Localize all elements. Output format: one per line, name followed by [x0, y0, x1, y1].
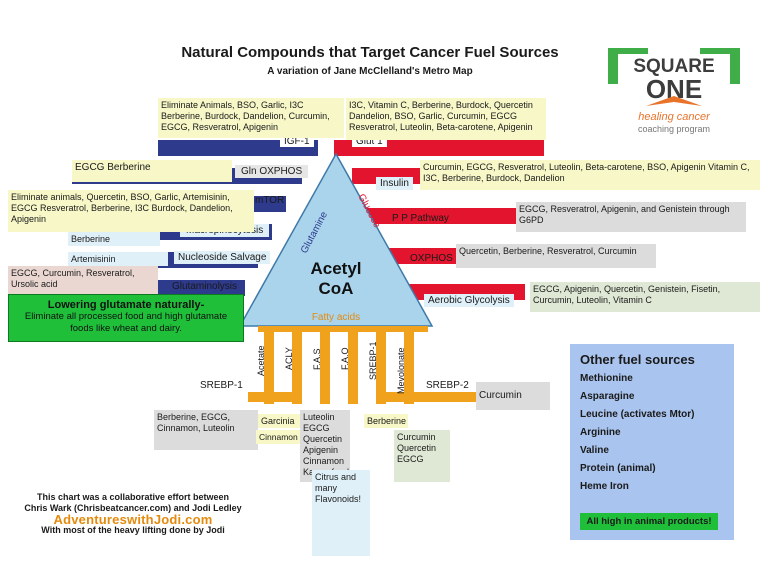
credits-line1: This chart was a collaborative effort be…: [36, 492, 230, 502]
label-glut1: Glut 1: [352, 136, 387, 147]
box-gln-oxphos: EGCG Berberine: [72, 160, 232, 182]
box-srebp2-compounds: Curcumin: [476, 382, 550, 410]
box-insulin: Curcumin, EGCG, Resveratrol, Luteolin, B…: [420, 160, 760, 190]
other-fuel-footer: All high in animal products!: [580, 513, 718, 530]
fuel-item: Heme Iron: [580, 481, 629, 492]
glutamate-body: Eliminate all processed food and high gl…: [24, 311, 228, 334]
branch-acetate: Acetate: [256, 345, 266, 376]
fuel-item: Asparagine: [580, 391, 635, 402]
label-gln-oxphos: Gln OXPHOS: [235, 165, 309, 178]
center-acetyl: Acetyl: [310, 259, 361, 278]
page-title: Natural Compounds that Target Cancer Fue…: [181, 44, 559, 61]
box-berberine: Berberine: [68, 232, 160, 246]
credits: This chart was a collaborative effort be…: [18, 492, 248, 536]
acetyl-coa-triangle: Acetyl CoA Glutamine Glucose Fatty acids: [238, 152, 434, 327]
label-igf: IGF-1: [280, 136, 314, 147]
edge-fatty-acids: Fatty acids: [312, 312, 360, 323]
box-artemisinin: Artemisinin: [68, 252, 168, 266]
label-glutaminolysis: Glutaminolysis: [172, 281, 238, 292]
center-coa: CoA: [319, 279, 354, 298]
logo-healing-text: healing cancer: [638, 111, 711, 123]
page-subtitle: A variation of Jane McClelland's Metro M…: [267, 66, 473, 77]
box-srebp1-compounds: Berberine, EGCG, Cinnamon, Luteolin: [154, 410, 258, 450]
other-fuel-title: Other fuel sources: [580, 352, 695, 367]
box-igf: Eliminate Animals, BSO, Garlic, I3C Berb…: [158, 98, 344, 138]
fuel-item: Methionine: [580, 373, 633, 384]
box-garcinia: Garcinia: [258, 414, 300, 428]
box-cinnamon: Cinnamon: [256, 430, 300, 444]
box-mtor: Eliminate animals, Quercetin, BSO, Garli…: [8, 190, 254, 232]
label-ppp: P P Pathway: [392, 213, 449, 224]
box-berberine-bottom: Berberine: [364, 414, 408, 428]
branch-srebp1-vertical: SREBP-1: [368, 341, 378, 380]
path-bar-igf: [158, 140, 318, 156]
path-bar-ppp: [366, 208, 516, 224]
branch-srebp1: SREBP-1: [200, 380, 243, 391]
fatty-acid-branches: [248, 326, 478, 404]
box-mevalonate-compounds: Curcumin Quercetin EGCG: [394, 430, 450, 482]
box-ppp: EGCG, Resveratrol, Apigenin, and Geniste…: [516, 202, 746, 232]
label-nucleoside: Nucleoside Salvage: [174, 251, 271, 264]
fuel-item: Protein (animal): [580, 463, 656, 474]
credits-line3: With most of the heavy lifting done by J…: [41, 525, 225, 535]
box-glutaminolysis: EGCG, Curcumin, Resveratrol, Ursolic aci…: [8, 266, 158, 294]
box-glycolysis: EGCG, Apigenin, Quercetin, Genistein, Fi…: [530, 282, 760, 312]
branch-srebp2: SREBP-2: [426, 380, 469, 391]
label-mtor: mTOR: [255, 195, 285, 206]
box-oxphos: Quercetin, Berberine, Resveratrol, Curcu…: [456, 244, 656, 268]
branch-fas: F.A.S: [312, 348, 322, 370]
branch-fao: F.A.O: [340, 347, 350, 370]
glutamate-box: Lowering glutamate naturally- Eliminate …: [8, 294, 244, 342]
label-insulin: Insulin: [376, 177, 413, 190]
glutamate-heading: Lowering glutamate naturally-: [47, 299, 205, 311]
fuel-item: Valine: [580, 445, 609, 456]
credits-line2: Chris Wark (Chrisbeatcancer.com) and Jod…: [24, 503, 242, 513]
fuel-item: Leucine (activates Mtor): [580, 409, 695, 420]
box-glut1: I3C, Vitamin C, Berberine, Burdock, Quer…: [346, 98, 546, 140]
square-one-logo: SQUARE ONE healing cancer coaching progr…: [606, 46, 742, 138]
fuel-item: Arginine: [580, 427, 621, 438]
logo-coaching-text: coaching program: [638, 124, 710, 134]
branch-acly: ACLY: [284, 347, 294, 370]
branch-mevalonate: Mevolonate: [396, 347, 406, 394]
other-fuel-panel: Other fuel sources Methionine Asparagine…: [570, 344, 734, 540]
label-glycolysis: Aerobic Glycolysis: [424, 294, 514, 307]
path-bar-glutaminolysis: [150, 280, 245, 296]
adventures-link[interactable]: AdventureswithJodi.com: [53, 512, 213, 527]
box-fao-compounds: Citrus and many Flavonoids!: [312, 470, 370, 556]
logo-square-text: SQUARE: [633, 56, 714, 77]
label-oxphos: OXPHOS: [410, 253, 453, 264]
